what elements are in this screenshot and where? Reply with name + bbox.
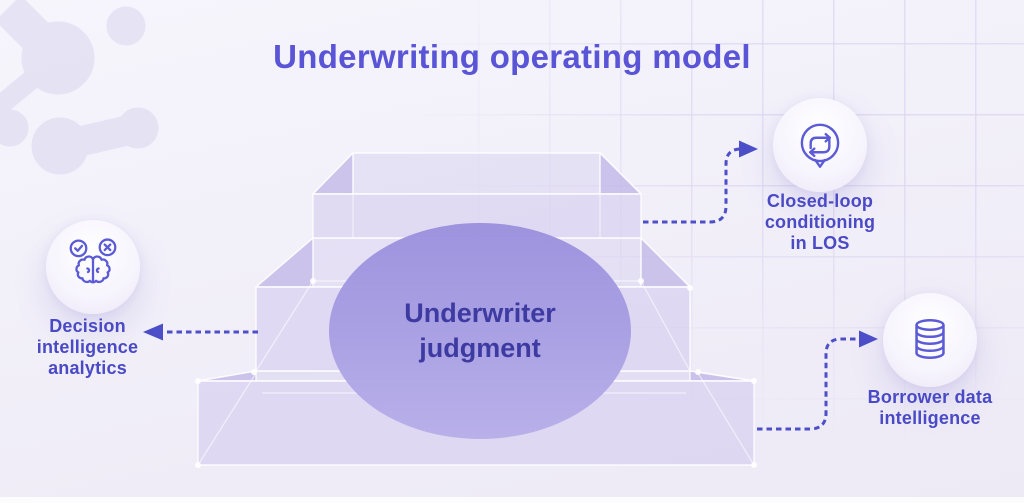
- page-title: Underwriting operating model: [273, 38, 751, 75]
- borrower-data-badge: [883, 293, 977, 387]
- database-icon: [915, 318, 945, 359]
- decorative-blob: [0, 0, 159, 175]
- closed-loop-badge: [773, 98, 867, 192]
- borrower-data-label: Borrower data intelligence: [867, 387, 993, 429]
- pyramid-tier-top: [312, 152, 642, 239]
- bottom-edge-strip: [0, 497, 1024, 503]
- arrow-bottom-right-head: [859, 330, 878, 348]
- arrow-top-right-head: [739, 140, 758, 158]
- closed-loop-label: Closed-loop conditioning in LOS: [764, 191, 876, 254]
- pyramid-tier-bottom: [197, 370, 755, 466]
- center-node-label: Underwriter judgment: [404, 298, 556, 364]
- sync-loop-bubble-icon: [800, 123, 840, 168]
- decision-analytics-label: Decision intelligence analytics: [36, 316, 139, 379]
- brain-check-x-icon: [69, 238, 117, 284]
- decision-analytics-badge: [46, 220, 140, 314]
